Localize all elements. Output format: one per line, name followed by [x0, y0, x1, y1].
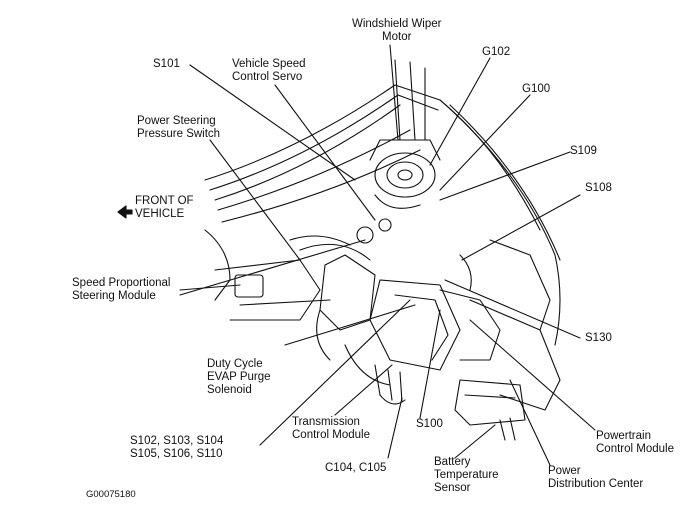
label-front-of-vehicle: FRONT OF VEHICLE	[135, 195, 194, 220]
label-c104-c105: C104, C105	[325, 462, 387, 474]
steering-module-area	[204, 218, 392, 321]
label-speed-proportional-steering-module: Speed Proportional Steering Module	[72, 277, 171, 302]
label-s109: S109	[570, 145, 597, 157]
label-transmission-control-module: Transmission Control Module	[292, 416, 370, 441]
label-vehicle-speed-control-servo: Vehicle Speed Control Servo	[232, 58, 306, 83]
leader-lines	[179, 44, 596, 466]
label-s101: S101	[153, 58, 180, 70]
front-arrow-icon	[117, 205, 133, 219]
label-s100: S100	[416, 418, 443, 430]
label-power-steering-pressure-switch: Power Steering Pressure Switch	[137, 115, 221, 140]
cowl-outline	[204, 59, 561, 346]
figure-id: G00075180	[86, 489, 136, 500]
label-s130: S130	[585, 332, 612, 344]
label-battery-temperature-sensor: Battery Temperature Sensor	[434, 456, 499, 494]
label-splices: S102, S103, S104 S105, S106, S110	[130, 435, 224, 460]
label-windshield-wiper-motor: Windshield Wiper Motor	[352, 18, 442, 43]
label-s108: S108	[585, 182, 612, 194]
label-g102: G102	[482, 46, 511, 58]
central-components	[316, 239, 561, 441]
label-powertrain-control-module: Powertrain Control Module	[596, 430, 674, 455]
label-duty-cycle-evap-purge-solenoid: Duty Cycle EVAP Purge Solenoid	[207, 358, 271, 396]
wiper-motor	[369, 139, 441, 209]
label-g100: G100	[522, 83, 551, 95]
label-power-distribution-center: Power Distribution Center	[548, 465, 644, 490]
